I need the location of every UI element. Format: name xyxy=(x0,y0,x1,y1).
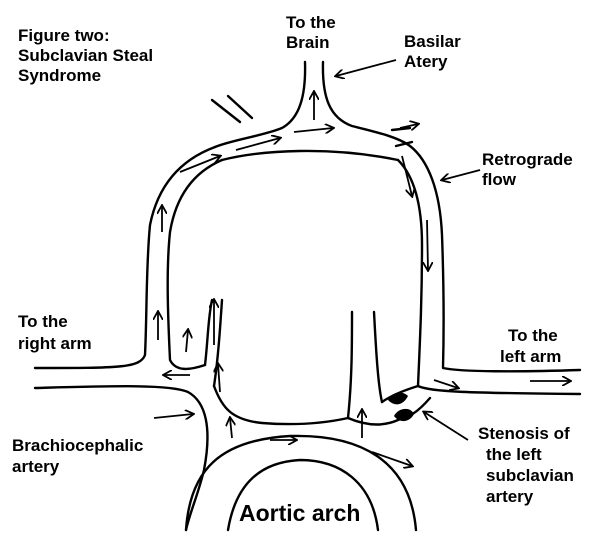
left-arm-label-line1: To the xyxy=(508,326,558,346)
common-carotid-wall xyxy=(214,386,348,424)
brachiocephalic-label-line1: Brachiocephalic xyxy=(12,436,143,456)
stenosis-label-line3: subclavian xyxy=(486,466,574,486)
basilar-artery-right-wall xyxy=(323,62,410,146)
right-subclavian-lower-wall xyxy=(35,386,207,530)
retrograde-label-line2: flow xyxy=(482,170,516,190)
brachiocephalic-label-line2: artery xyxy=(12,457,59,477)
flow-arrows xyxy=(154,92,570,466)
left-common-carotid xyxy=(348,312,382,418)
brain-label-line1: To the xyxy=(286,13,336,33)
basilar-label-line2: Atery xyxy=(404,52,447,72)
left-arm-label-line2: left arm xyxy=(500,347,561,367)
figure-title-line1: Figure two: xyxy=(18,26,110,46)
stenosis-label-line1: Stenosis of xyxy=(478,424,570,444)
label-pointers xyxy=(336,60,480,440)
figure-title-line2: Subclavian Steal xyxy=(18,46,153,66)
figure-title-line3: Syndrome xyxy=(18,66,101,86)
right-arm-label-line2: right arm xyxy=(18,334,92,354)
right-arm-label-line1: To the xyxy=(18,312,68,332)
basilar-artery-left-wall xyxy=(215,62,305,147)
retrograde-label-line1: Retrograde xyxy=(482,150,573,170)
stenosis-label-line4: artery xyxy=(486,487,533,507)
brain-label-line2: Brain xyxy=(286,33,329,53)
stenosis-label-line2: the left xyxy=(486,445,542,465)
aortic-arch-label: Aortic arch xyxy=(239,500,360,526)
aortic-arch-right-top xyxy=(348,398,430,424)
basilar-label-line1: Basilar xyxy=(404,32,461,52)
inner-loop-top xyxy=(222,151,398,160)
left-cerebral-branch xyxy=(212,96,252,122)
stenosis-marks xyxy=(388,393,414,422)
